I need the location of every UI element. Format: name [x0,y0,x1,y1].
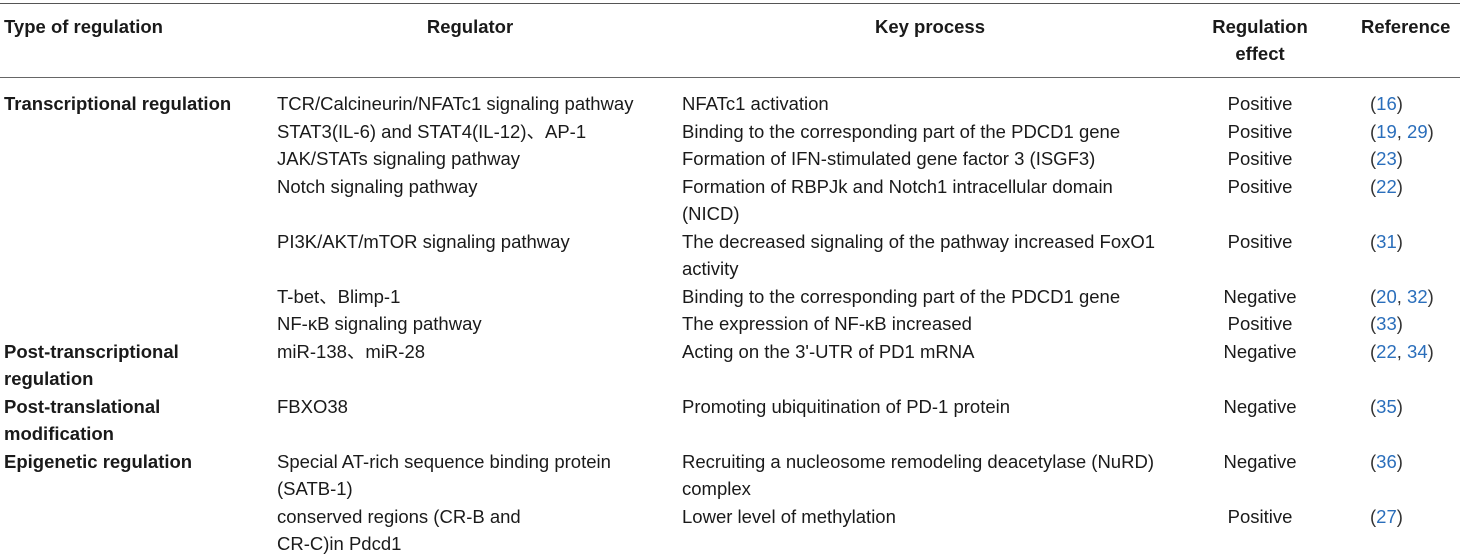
table-top-rule [0,3,1460,4]
row-regulator: T-bet、Blimp-1 [277,286,401,307]
reference-link[interactable]: 36 [1376,451,1397,472]
row-key-process: (NICD) [682,203,740,224]
row-group-label: regulation [4,368,94,389]
row-regulation-effect: Negative [1223,341,1297,362]
row-key-process: Acting on the 3'-UTR of PD1 mRNA [682,341,975,362]
row-reference: (33) [1370,313,1403,334]
row-regulator: conserved regions (CR-B and [277,506,521,527]
row-regulation-effect: Negative [1223,451,1297,472]
row-regulator: TCR/Calcineurin/NFATc1 signaling pathway [277,93,634,114]
row-reference: (31) [1370,231,1403,252]
row-key-process: NFATc1 activation [682,93,829,114]
row-regulator: STAT3(IL-6) and STAT4(IL-12)、AP-1 [277,121,587,142]
row-regulation-effect: Negative [1223,286,1297,307]
header-rule [0,77,1460,78]
row-key-process: Lower level of methylation [682,506,896,527]
row-regulator: JAK/STATs signaling pathway [277,148,521,169]
reference-link[interactable]: 34 [1407,341,1428,362]
row-regulator: CR-C)in Pdcd1 [277,533,402,554]
row-key-process: Formation of RBPJk and Notch1 intracellu… [682,176,1113,197]
reference-link[interactable]: 20 [1376,286,1397,307]
row-regulation-effect: Negative [1223,396,1297,417]
row-key-process: complex [682,478,751,499]
reference-link[interactable]: 22 [1376,176,1397,197]
header-reference: Reference [1361,16,1451,37]
reference-link[interactable]: 19 [1376,121,1397,142]
reference-link[interactable]: 32 [1407,286,1428,307]
row-key-process: Recruiting a nucleosome remodeling deace… [682,451,1154,472]
row-regulator: PI3K/AKT/mTOR signaling pathway [277,231,570,252]
row-reference: (19, 29) [1370,121,1434,142]
row-reference: (20, 32) [1370,286,1434,307]
row-reference: (36) [1370,451,1403,472]
row-regulator: FBXO38 [277,396,348,417]
reference-link[interactable]: 29 [1407,121,1428,142]
row-key-process: Binding to the corresponding part of the… [682,286,1121,307]
row-key-process: Binding to the corresponding part of the… [682,121,1121,142]
reference-link[interactable]: 22 [1376,341,1397,362]
row-regulation-effect: Positive [1227,176,1293,197]
header-process: Key process [874,16,986,37]
row-key-process: Promoting ubiquitination of PD-1 protein [682,396,1011,417]
row-key-process: The decreased signaling of the pathway i… [682,231,1156,252]
header-effect-line2: effect [1235,43,1285,64]
row-regulator: miR-138、miR-28 [277,341,426,362]
row-regulation-effect: Positive [1227,121,1293,142]
row-reference: (23) [1370,148,1403,169]
reference-link[interactable]: 35 [1376,396,1397,417]
row-regulator: Special AT-rich sequence binding protein [277,451,611,472]
reference-link[interactable]: 33 [1376,313,1397,334]
row-regulator: (SATB-1) [277,478,353,499]
row-regulation-effect: Positive [1227,313,1293,334]
row-reference: (35) [1370,396,1403,417]
row-key-process: activity [682,258,739,279]
row-reference: (16) [1370,93,1403,114]
row-key-process: Formation of IFN-stimulated gene factor … [682,148,1096,169]
row-regulation-effect: Positive [1227,93,1293,114]
row-reference: (22, 34) [1370,341,1434,362]
row-regulation-effect: Positive [1227,506,1293,527]
row-group-label: modification [4,423,114,444]
reference-link[interactable]: 31 [1376,231,1397,252]
header-regulator: Regulator [426,16,514,37]
row-key-process: The expression of NF-κB increased [682,313,972,334]
row-regulation-effect: Positive [1227,231,1293,252]
row-regulator: NF-κB signaling pathway [277,313,482,334]
reference-link[interactable]: 16 [1376,93,1397,114]
header-type: Type of regulation [4,16,163,37]
row-reference: (22) [1370,176,1403,197]
reference-link[interactable]: 27 [1376,506,1397,527]
row-group-label: Transcriptional regulation [4,93,232,114]
row-group-label: Epigenetic regulation [4,451,193,472]
reference-link[interactable]: 23 [1376,148,1397,169]
header-effect-line1: Regulation [1212,16,1308,37]
row-reference: (27) [1370,506,1403,527]
row-regulation-effect: Positive [1227,148,1293,169]
row-group-label: Post-transcriptional [4,341,179,362]
row-group-label: Post-translational [4,396,161,417]
row-regulator: Notch signaling pathway [277,176,478,197]
